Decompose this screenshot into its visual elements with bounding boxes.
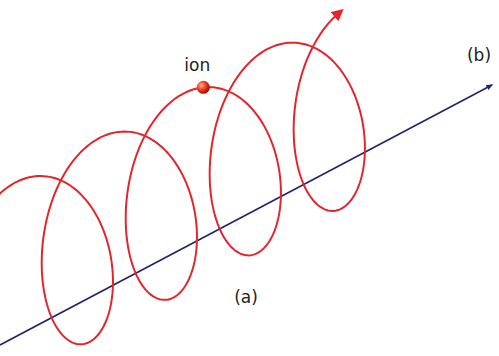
point-label: (a) — [232, 288, 260, 308]
axis-label: (b) — [465, 46, 493, 66]
helix-path — [0, 12, 365, 344]
ion-sphere — [197, 81, 210, 94]
field-axis — [0, 85, 492, 345]
ion-label: ion — [182, 57, 212, 77]
